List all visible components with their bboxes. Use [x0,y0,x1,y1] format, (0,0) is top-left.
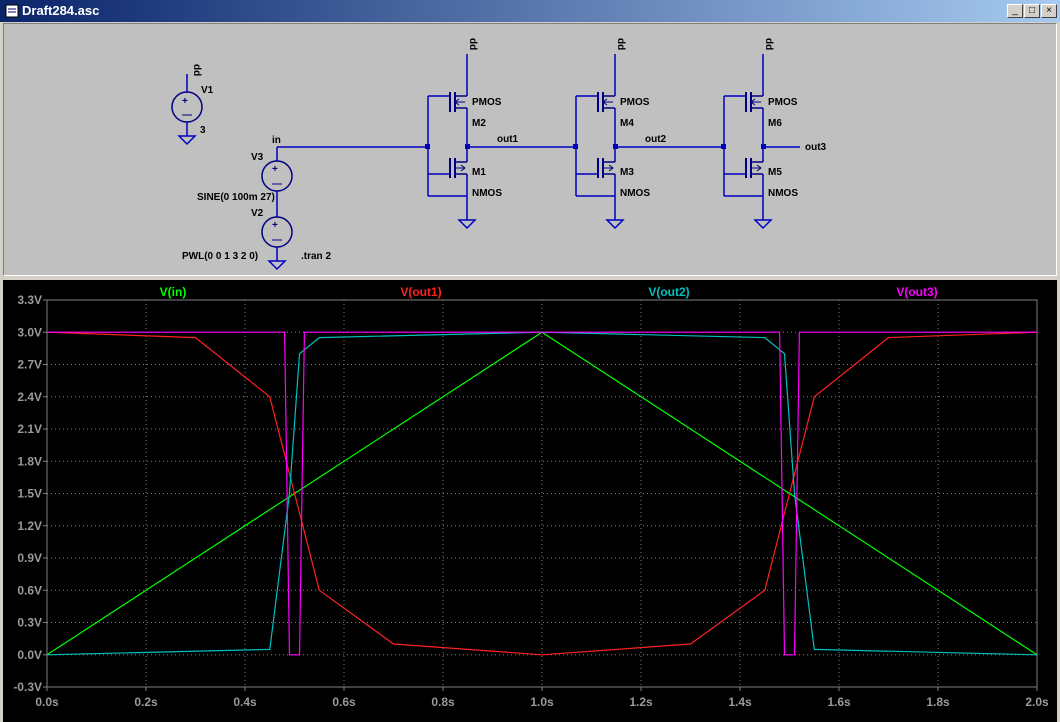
m3-name: M3 [620,167,634,178]
inverter-stage-2[interactable] [573,54,724,230]
x-tick-label: 1.4s [728,695,752,709]
m2-model: PMOS [472,97,502,108]
trace-v-out1 [46,331,1038,656]
plot-traces [46,331,1038,656]
x-tick-label: 1.2s [629,695,653,709]
close-button[interactable]: × [1041,4,1057,18]
m1-model: NMOS [472,188,502,199]
y-tick-label: -0.3V [13,680,42,694]
v2-value: PWL(0 0 1 3 2 0) [182,251,258,262]
schematic-canvas: + dd V1 3 + + in V3 SINE(0 100m 27) V2 P [171,38,827,271]
y-tick-label: 2.1V [17,422,42,436]
y-tick-label: 3.0V [17,325,42,339]
v3-name: V3 [251,152,264,163]
m4-name: M4 [620,118,634,129]
waveform-plot[interactable]: 0.0s 0.2s 0.4s 0.6s 0.8s 1.0s 1.2s 1.4s 1.6s 1.8s… [3,280,1057,722]
minimize-button[interactable]: _ [1007,4,1023,18]
y-tick-label: 1.8V [17,454,42,468]
x-tick-label: 1.0s [530,695,554,709]
legend-item[interactable]: V(out1) [400,285,441,299]
schematic-pane[interactable]: + dd V1 3 + + in V3 SINE(0 100m 27) V2 P [3,23,1057,276]
x-tick-label: 1.6s [827,695,851,709]
window-title-bar[interactable]: Draft284.asc _ □ × [0,0,1060,22]
y-tick-label: 0.6V [17,583,42,597]
y-tick-label: 3.3V [17,293,42,307]
legend-item[interactable]: V(out3) [896,285,937,299]
net-label-out1: out1 [497,134,519,145]
vdd-label-2: dd [615,38,626,50]
x-tick-label: 1.8s [926,695,950,709]
v3-value: SINE(0 100m 27) [197,192,275,203]
vdd-label-1: dd [467,38,478,50]
plot-legend[interactable]: V(in) V(out1) V(out2) V(out3) [160,285,938,299]
window-title: Draft284.asc [22,3,100,18]
y-tick-label: 1.2V [17,519,42,533]
net-label-in: in [272,135,281,146]
x-tick-label: 0.8s [431,695,455,709]
y-tick-label: 1.5V [17,487,42,501]
x-tick-label: 0.6s [332,695,356,709]
vdd-label-3: dd [763,38,774,50]
net-label-out2: out2 [645,134,667,145]
legend-item[interactable]: V(in) [160,285,187,299]
maximize-button[interactable]: □ [1024,4,1040,18]
m2-name: M2 [472,118,486,129]
legend-item[interactable]: V(out2) [648,285,689,299]
m4-model: PMOS [620,97,650,108]
svg-text:+: + [272,220,278,231]
inverter-stage-1[interactable] [425,54,576,230]
vdd-label-v1: dd [191,64,202,76]
v2-name: V2 [251,208,264,219]
svg-text:+: + [182,96,188,107]
plot-grid [46,299,1038,688]
y-tick-label: 0.3V [17,616,42,630]
y-tick-label: 0.0V [17,648,42,662]
trace-v-out3 [47,331,1037,656]
m6-model: PMOS [768,97,798,108]
x-tick-label: 0.4s [233,695,257,709]
svg-text:+: + [272,164,278,175]
v3-v2-sources[interactable]: + + in V3 SINE(0 100m 27) V2 PWL(0 0 1 3… [182,135,427,271]
m6-name: M6 [768,118,782,129]
v1-source[interactable]: + dd V1 3 [171,64,214,146]
tran-directive: .tran 2 [301,251,331,262]
y-tick-label: 2.4V [17,390,42,404]
inverter-stage-3[interactable] [721,54,800,230]
waveform-pane[interactable]: 0.0s 0.2s 0.4s 0.6s 0.8s 1.0s 1.2s 1.4s 1.6s 1.8s… [3,280,1057,722]
v1-name: V1 [201,85,214,96]
document-icon [5,4,19,18]
m1-name: M1 [472,167,486,178]
m5-model: NMOS [768,188,798,199]
net-label-out3: out3 [805,142,827,153]
m5-name: M5 [768,167,782,178]
x-tick-label: 0.0s [35,695,59,709]
m3-model: NMOS [620,188,650,199]
v1-value: 3 [200,125,206,136]
x-tick-label: 0.2s [134,695,158,709]
y-tick-label: 0.9V [17,551,42,565]
axis-ticks: 0.0s 0.2s 0.4s 0.6s 0.8s 1.0s 1.2s 1.4s 1.6s 1.8s… [13,293,1049,709]
x-tick-label: 2.0s [1025,695,1049,709]
y-tick-label: 2.7V [17,358,42,372]
